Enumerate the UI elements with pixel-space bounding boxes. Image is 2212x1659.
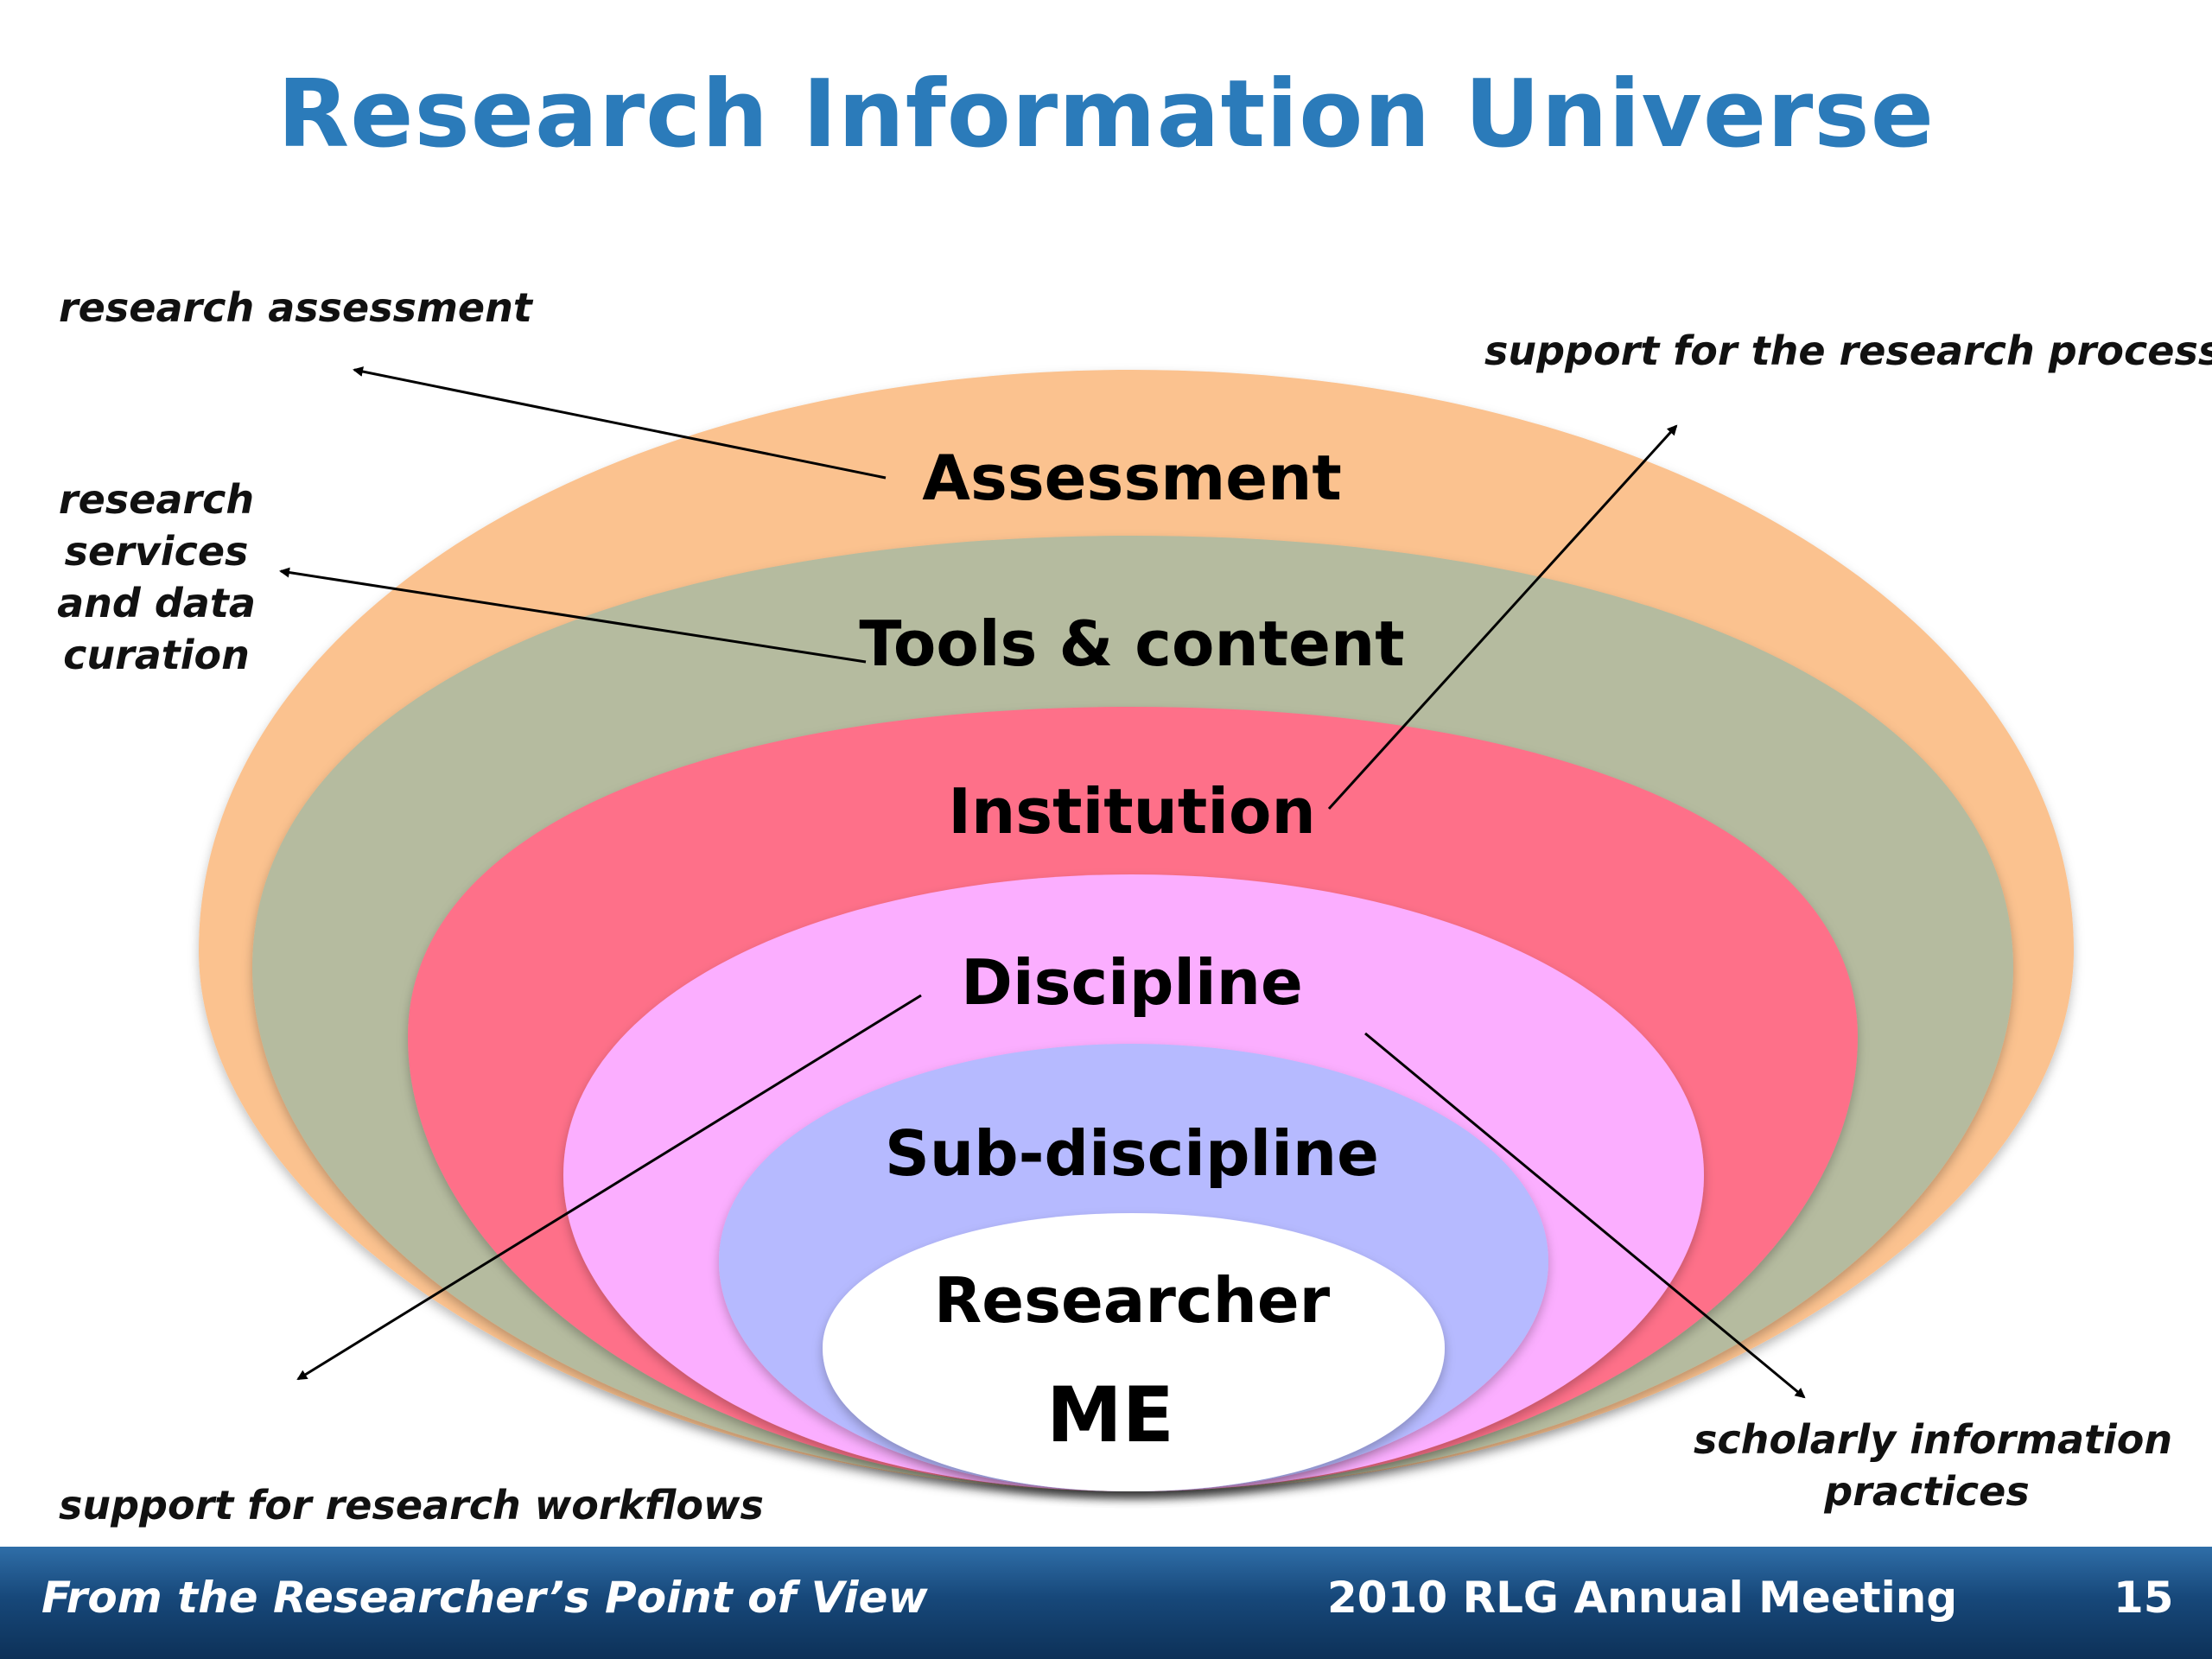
note-line: and data xyxy=(57,580,256,626)
arrow-research-services xyxy=(279,567,867,664)
footer-bar: From the Researcher’s Point of View 2010… xyxy=(0,1547,2212,1659)
arrow-research-assessment xyxy=(353,366,887,480)
note-line: scholarly information xyxy=(1694,1416,2173,1463)
footer-event-name: 2010 RLG Annual Meeting xyxy=(1327,1573,1958,1623)
note-research-services: research services and data curation xyxy=(48,474,264,681)
note-line: practices xyxy=(1824,1468,2030,1515)
arrow-scholarly-practices xyxy=(1364,1032,1806,1399)
note-support-research-process: support for the research process xyxy=(1484,327,2212,374)
slide-title: Research Information Universe xyxy=(277,60,1935,168)
label-discipline: Discipline xyxy=(961,946,1303,1019)
note-line: curation xyxy=(63,632,250,678)
note-support-research-workflows: support for research workflows xyxy=(59,1482,764,1529)
note-line: research xyxy=(58,476,255,523)
arrow-support-research-workflows xyxy=(296,994,922,1381)
label-sub-discipline: Sub-discipline xyxy=(885,1117,1379,1190)
note-scholarly-practices: scholarly information practices xyxy=(1694,1414,2173,1517)
note-research-assessment: research assessment xyxy=(59,284,532,331)
label-researcher: Researcher xyxy=(934,1264,1331,1337)
arrow-support-research-process xyxy=(1327,424,1678,810)
ring-researcher xyxy=(823,1213,1445,1491)
label-tools-content: Tools & content xyxy=(859,607,1404,680)
label-me: ME xyxy=(1046,1370,1174,1459)
footer-presentation-title: From the Researcher’s Point of View xyxy=(41,1573,928,1623)
footer-page-number: 15 xyxy=(2113,1573,2174,1623)
label-assessment: Assessment xyxy=(922,442,1342,514)
label-institution: Institution xyxy=(948,775,1316,848)
note-line: services xyxy=(64,528,249,575)
